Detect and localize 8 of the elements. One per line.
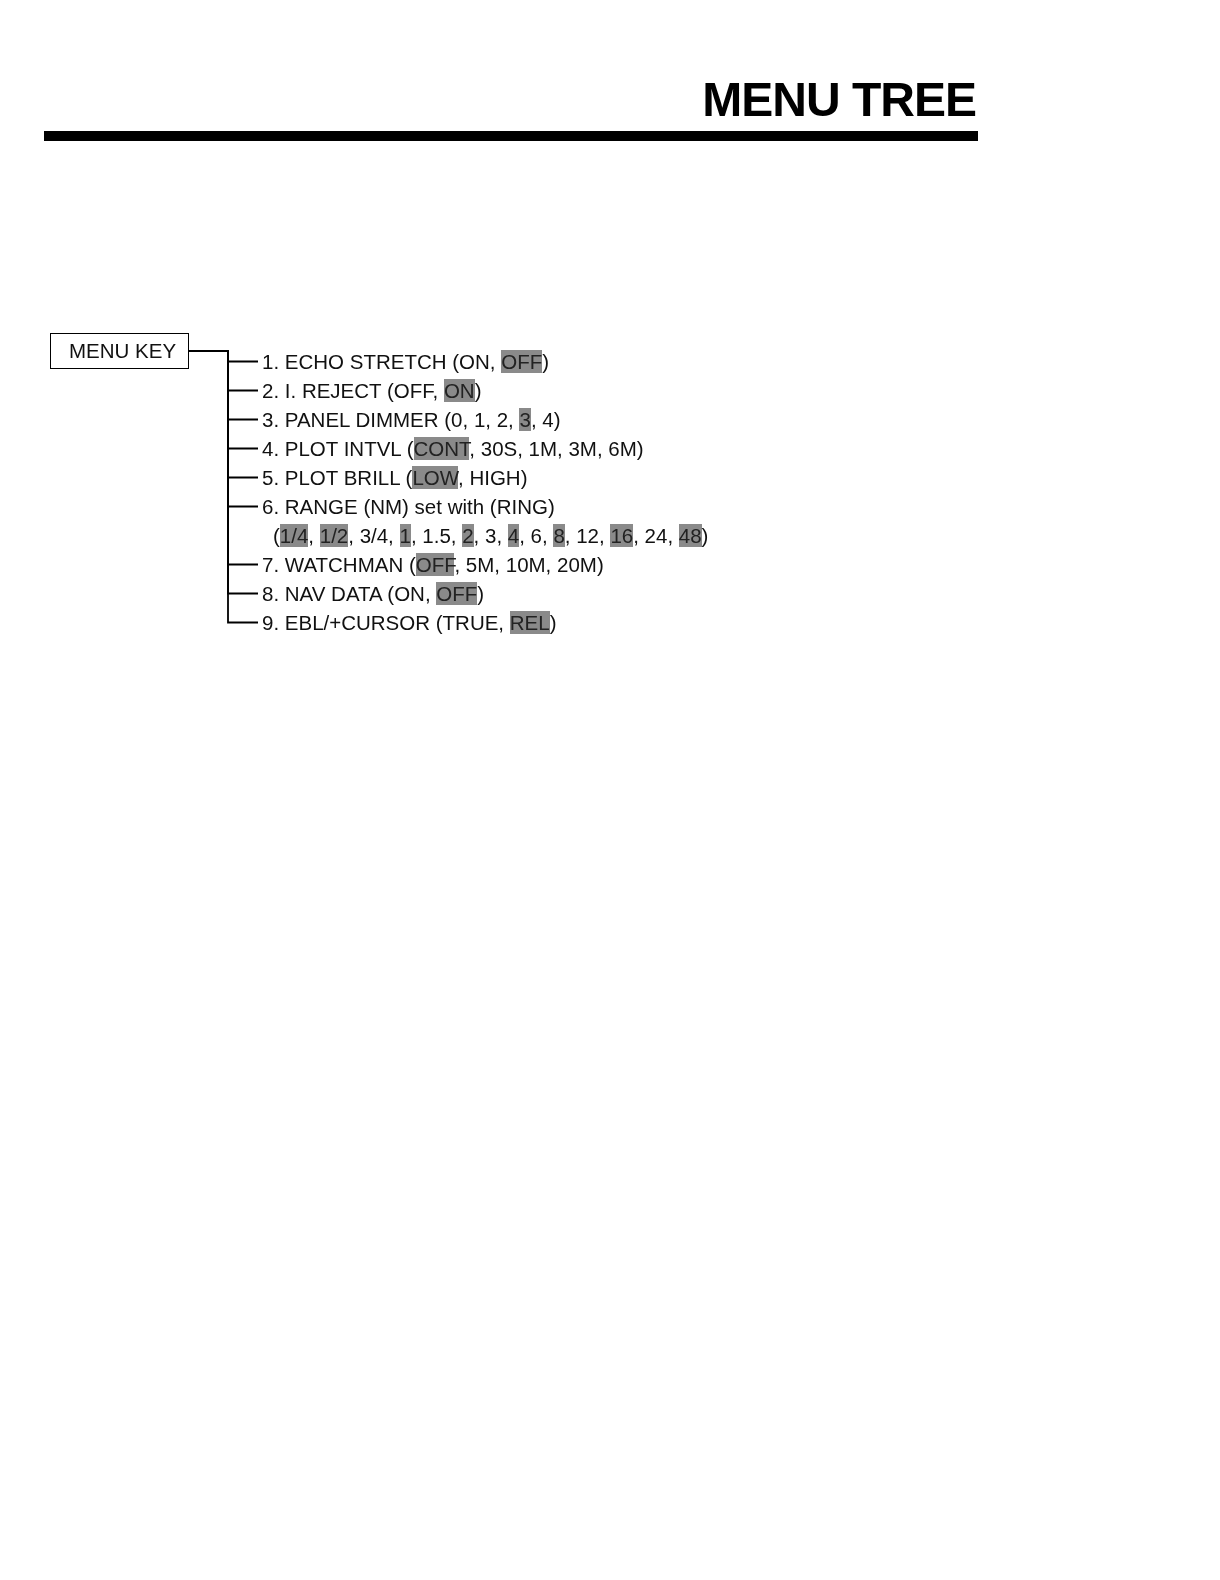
menu-item-text: 2. I. REJECT (OFF, ON) bbox=[262, 378, 482, 404]
menu-item-text: 5. PLOT BRILL (LOW, HIGH) bbox=[262, 465, 528, 491]
menu-key-label: MENU KEY bbox=[69, 338, 177, 364]
menu-item-text: 9. EBL/+CURSOR (TRUE, REL) bbox=[262, 610, 557, 636]
page-title: MENU TREE bbox=[702, 72, 976, 127]
menu-item-text: 6. RANGE (NM) set with (RING) bbox=[262, 494, 556, 520]
menu-item-text: 3. PANEL DIMMER (0, 1, 2, 3, 4) bbox=[262, 407, 561, 433]
menu-key-box bbox=[50, 333, 190, 369]
